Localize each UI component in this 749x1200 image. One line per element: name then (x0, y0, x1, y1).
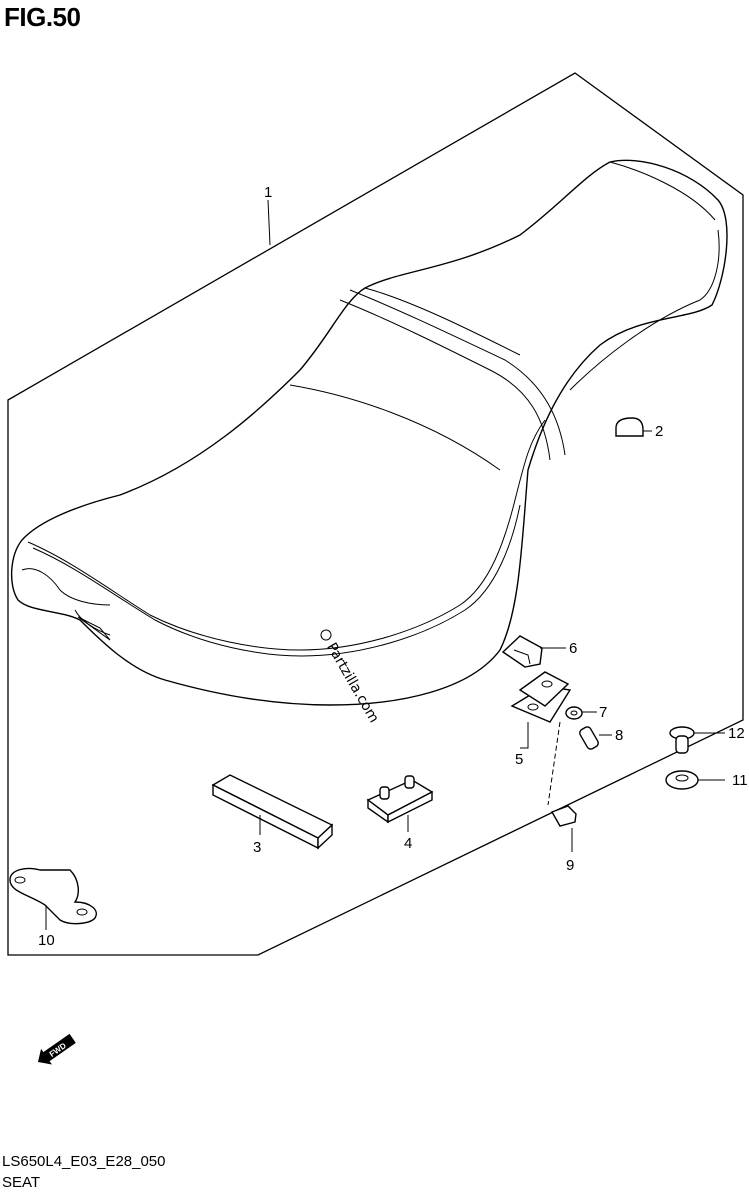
washer-part-11[interactable] (665, 770, 725, 790)
callout-3[interactable]: 3 (253, 839, 261, 856)
callout-10[interactable]: 10 (38, 932, 55, 949)
callout-9[interactable]: 9 (566, 857, 574, 874)
callout-1[interactable]: 1 (264, 184, 272, 201)
bracket-part-10[interactable] (9, 867, 97, 930)
callout-12[interactable]: 12 (728, 725, 745, 742)
seat-illustration[interactable] (10, 159, 728, 706)
damper-part[interactable] (366, 775, 434, 832)
callout-2[interactable]: 2 (655, 423, 663, 440)
leader-line-1 (267, 199, 271, 246)
fwd-arrow-icon: FWD (38, 1033, 76, 1065)
bolt-part-9[interactable] (547, 721, 577, 852)
cushion-part[interactable] (211, 774, 334, 850)
washer-part-7[interactable] (565, 706, 597, 720)
bracket-part[interactable] (510, 671, 572, 749)
callout-4[interactable]: 4 (404, 835, 412, 852)
callout-6[interactable]: 6 (569, 640, 577, 657)
bolt-part-8[interactable] (578, 725, 612, 750)
bolt-part-12[interactable] (669, 726, 725, 754)
section-name: SEAT (2, 1174, 41, 1191)
figure-title: FIG.50 (4, 2, 81, 32)
clip-part[interactable] (501, 635, 566, 668)
parts-frame (7, 72, 744, 956)
callout-5[interactable]: 5 (515, 751, 523, 768)
drawing-code: LS650L4_E03_E28_050 (2, 1153, 166, 1170)
callout-8[interactable]: 8 (615, 727, 623, 744)
callout-11[interactable]: 11 (732, 772, 748, 789)
cap-part[interactable] (615, 417, 652, 437)
callout-7[interactable]: 7 (599, 704, 607, 721)
